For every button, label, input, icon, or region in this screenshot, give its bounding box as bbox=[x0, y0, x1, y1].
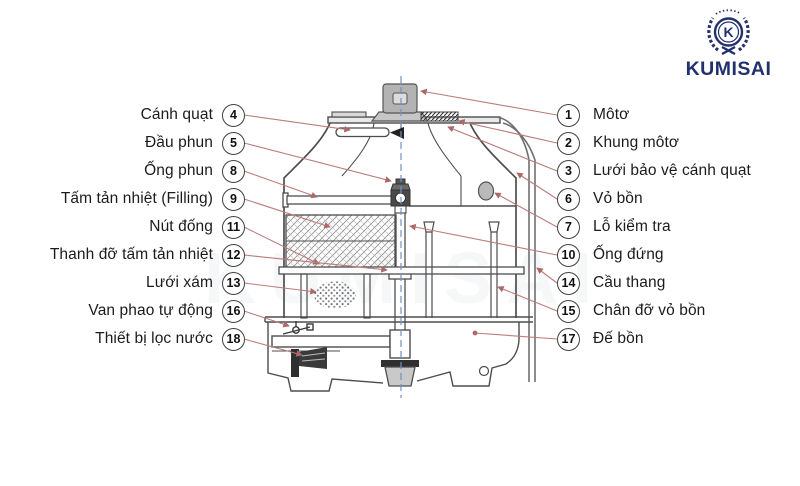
part-label: Cầu thang bbox=[593, 274, 666, 291]
mesh-screen bbox=[314, 281, 356, 309]
callout-badge: 18 bbox=[222, 327, 245, 351]
callout-row: Van phao tự động 16 bbox=[8, 299, 245, 323]
part-label: Tấm tản nhiệt (Filling) bbox=[60, 190, 213, 207]
spray-pipe bbox=[282, 192, 394, 208]
svg-text:K: K bbox=[723, 24, 733, 40]
callout-row: 17 Đế bồn bbox=[557, 327, 799, 351]
ladder bbox=[496, 116, 536, 382]
sprinkler-head bbox=[390, 178, 411, 214]
callout-badge: 14 bbox=[557, 271, 580, 295]
callout-badge: 17 bbox=[557, 327, 580, 351]
callout-row: Ống phun 8 bbox=[8, 159, 245, 183]
water-filter bbox=[291, 347, 327, 377]
logo-monogram-icon: K bbox=[713, 17, 744, 47]
callout-badge: 8 bbox=[222, 159, 245, 183]
callout-row: Cánh quạt 4 bbox=[8, 103, 245, 127]
part-label: Ống đứng bbox=[593, 246, 664, 263]
part-label: Lưới bảo vệ cánh quạt bbox=[593, 162, 751, 179]
part-label: Van phao tự động bbox=[88, 302, 213, 319]
motor bbox=[370, 83, 430, 129]
callout-row: 1 Môtơ bbox=[557, 103, 799, 127]
callout-row: 10 Ống đứng bbox=[557, 243, 799, 267]
callout-row: Tấm tản nhiệt (Filling) 9 bbox=[8, 187, 245, 211]
callout-row: 3 Lưới bảo vệ cánh quạt bbox=[557, 159, 799, 183]
drain-foot bbox=[381, 360, 419, 387]
callout-row: Thiết bị lọc nước 18 bbox=[8, 327, 245, 351]
callout-row: Đầu phun 5 bbox=[8, 131, 245, 155]
part-label: Thiết bị lọc nước bbox=[95, 330, 213, 347]
callout-badge: 11 bbox=[222, 215, 245, 239]
callout-badge: 1 bbox=[557, 103, 580, 127]
part-label: Lỗ kiểm tra bbox=[593, 218, 671, 235]
part-label: Lưới xám bbox=[146, 274, 213, 291]
callout-badge: 15 bbox=[557, 299, 580, 323]
callout-row: 14 Cầu thang bbox=[557, 271, 799, 295]
fill-media bbox=[285, 214, 397, 273]
fan-hub-icon bbox=[390, 127, 404, 139]
callout-badge: 13 bbox=[222, 271, 245, 295]
callout-badge: 9 bbox=[222, 187, 245, 211]
inspection-hole bbox=[477, 181, 495, 201]
part-label: Chân đỡ vỏ bồn bbox=[593, 302, 706, 319]
part-label: Ống phun bbox=[144, 162, 213, 179]
leader-lines bbox=[243, 88, 558, 357]
part-label: Đế bồn bbox=[593, 330, 644, 347]
callout-badge: 2 bbox=[557, 131, 580, 155]
callout-badge: 7 bbox=[557, 215, 580, 239]
callout-row: 2 Khung môtơ bbox=[557, 131, 799, 155]
part-label: Thanh đỡ tấm tản nhiệt bbox=[49, 246, 213, 263]
part-label: Đầu phun bbox=[144, 134, 213, 151]
part-label: Nút đống bbox=[149, 218, 213, 235]
callout-badge: 6 bbox=[557, 187, 580, 211]
callout-row: Lưới xám 13 bbox=[8, 271, 245, 295]
callout-badge: 16 bbox=[222, 299, 245, 323]
deck-strip bbox=[331, 111, 367, 118]
laurel-wreath-icon bbox=[707, 9, 750, 56]
fan-guard-mesh bbox=[420, 111, 459, 122]
part-label: Môtơ bbox=[593, 106, 630, 123]
callout-badge: 12 bbox=[222, 243, 245, 267]
callout-row: 15 Chân đỡ vỏ bồn bbox=[557, 299, 799, 323]
callout-row: Nút đống 11 bbox=[8, 215, 245, 239]
callout-badge: 4 bbox=[222, 103, 245, 127]
basin-pipe bbox=[271, 335, 391, 348]
callout-badge: 3 bbox=[557, 159, 580, 183]
drain-tee bbox=[389, 329, 411, 359]
callout-row: Thanh đỡ tấm tản nhiệt 12 bbox=[8, 243, 245, 267]
logo-wordmark: KUMISAI bbox=[686, 58, 772, 80]
callout-row: 7 Lỗ kiểm tra bbox=[557, 215, 799, 239]
kumisai-logo: K KUMISAI bbox=[686, 9, 772, 80]
callout-badge: 10 bbox=[557, 243, 580, 267]
anchor-post bbox=[488, 221, 500, 318]
part-label: Cánh quạt bbox=[140, 106, 213, 123]
part-label: Khung môtơ bbox=[593, 134, 680, 151]
callout-row: 6 Vỏ bồn bbox=[557, 187, 799, 211]
float-valve bbox=[282, 321, 314, 335]
part-label: Vỏ bồn bbox=[593, 190, 643, 207]
callout-badge: 5 bbox=[222, 131, 245, 155]
